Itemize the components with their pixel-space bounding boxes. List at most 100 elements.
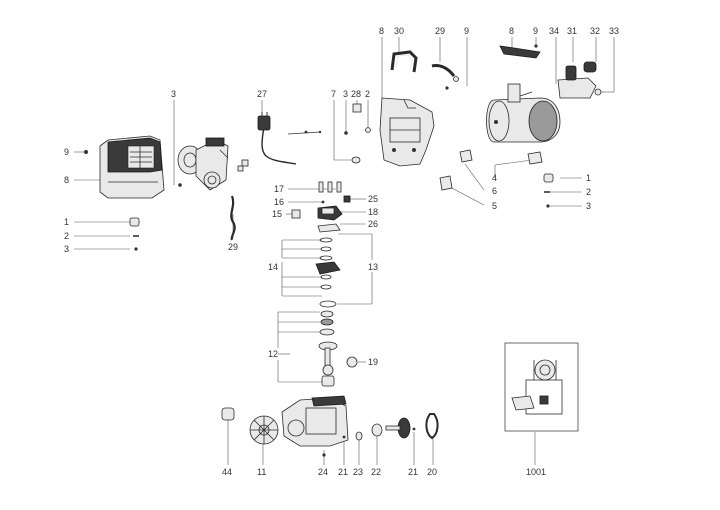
valve-plate-part	[315, 261, 341, 275]
bearing-part	[371, 423, 383, 437]
belt-part	[425, 413, 439, 440]
screw-part	[134, 247, 138, 251]
washer-part	[355, 431, 363, 441]
callout-23: 23	[353, 467, 363, 477]
callout-19: 19	[368, 357, 378, 367]
callout-6: 6	[492, 186, 497, 196]
screw-part	[412, 427, 416, 431]
callout-13: 13	[368, 262, 378, 272]
callout-31: 31	[567, 26, 577, 36]
callout-27: 27	[257, 89, 267, 99]
callout-12: 12	[268, 349, 278, 359]
clip-part	[352, 103, 362, 113]
callout-3: 3	[171, 89, 176, 99]
ring-part	[320, 310, 334, 318]
screw-part	[178, 183, 182, 187]
screw-part	[546, 204, 550, 208]
callout-9: 9	[533, 26, 538, 36]
connecting-rod-part	[318, 341, 338, 376]
motor-pump-part	[177, 137, 229, 191]
washer-part	[320, 246, 332, 252]
callout-9: 9	[64, 147, 69, 157]
fan-cover-part	[99, 135, 165, 199]
screw-part	[322, 453, 326, 457]
callout-26: 26	[368, 219, 378, 229]
screw-part	[344, 131, 348, 135]
nut-part	[365, 127, 371, 133]
detail-inset-1001	[504, 342, 579, 432]
callout-25: 25	[368, 194, 378, 204]
callout-8: 8	[379, 26, 384, 36]
callout-29: 29	[435, 26, 445, 36]
callout-33: 33	[609, 26, 619, 36]
callout-3: 3	[64, 244, 69, 254]
valve-part	[459, 149, 473, 163]
callout-9: 9	[464, 26, 469, 36]
callout-4: 4	[492, 173, 497, 183]
callout-14: 14	[268, 262, 278, 272]
callout-3: 3	[586, 201, 591, 211]
callout-8: 8	[509, 26, 514, 36]
handle-part	[390, 50, 418, 73]
connector-part	[291, 209, 301, 219]
callout-2: 2	[64, 231, 69, 241]
hose-part	[230, 195, 236, 241]
callout-24: 24	[318, 467, 328, 477]
washer-part	[351, 156, 361, 164]
callout-1: 1	[64, 217, 69, 227]
manifold-part	[557, 61, 602, 99]
crankcase-part	[281, 395, 349, 447]
screw-part	[445, 86, 449, 90]
tank-part	[486, 83, 561, 143]
callout-32: 32	[590, 26, 600, 36]
ring-part	[319, 328, 335, 336]
connector-part	[241, 159, 249, 167]
callout-34: 34	[549, 26, 559, 36]
callout-44: 44	[222, 467, 232, 477]
washer-part	[320, 284, 332, 290]
callout-5: 5	[492, 201, 497, 211]
callout-2: 2	[365, 89, 370, 99]
callout-20: 20	[427, 467, 437, 477]
power-cord-part	[257, 112, 322, 165]
valve-part	[439, 175, 453, 191]
callout-11: 11	[257, 467, 266, 477]
screw-part	[321, 200, 325, 204]
fan-part	[249, 415, 279, 445]
cylinder-head-part	[317, 205, 343, 221]
callout-21: 21	[338, 467, 348, 477]
gasket-part	[317, 223, 341, 233]
fitting-part	[527, 151, 543, 165]
bushing-part	[129, 217, 140, 227]
callout-17: 17	[274, 184, 284, 194]
washer-part	[319, 255, 333, 261]
callout-15: 15	[272, 209, 282, 219]
ring-part	[320, 318, 334, 326]
callout-18: 18	[368, 207, 378, 217]
screw-part	[342, 435, 346, 439]
connector-part	[237, 165, 244, 172]
frame-part	[379, 97, 435, 167]
bearing-part	[321, 375, 335, 387]
callout-1: 1	[586, 173, 591, 183]
callout-2: 2	[586, 187, 591, 197]
guard-part	[499, 45, 541, 59]
bolt-part	[318, 181, 342, 193]
callout-16: 16	[274, 197, 284, 207]
callout-3: 3	[343, 89, 348, 99]
callout-1001: 1001	[526, 467, 546, 477]
leader-lines	[74, 37, 615, 465]
clip-part	[343, 195, 351, 203]
callout-28: 28	[351, 89, 361, 99]
callout-30: 30	[394, 26, 404, 36]
callout-22: 22	[371, 467, 381, 477]
screw-part	[84, 150, 88, 154]
o-ring-part	[319, 300, 337, 308]
callout-29: 29	[228, 242, 238, 252]
callout-7: 7	[331, 89, 336, 99]
crankshaft-part	[385, 417, 411, 439]
callout-8: 8	[64, 175, 69, 185]
screw-part	[534, 44, 538, 48]
washer-part	[319, 237, 333, 243]
